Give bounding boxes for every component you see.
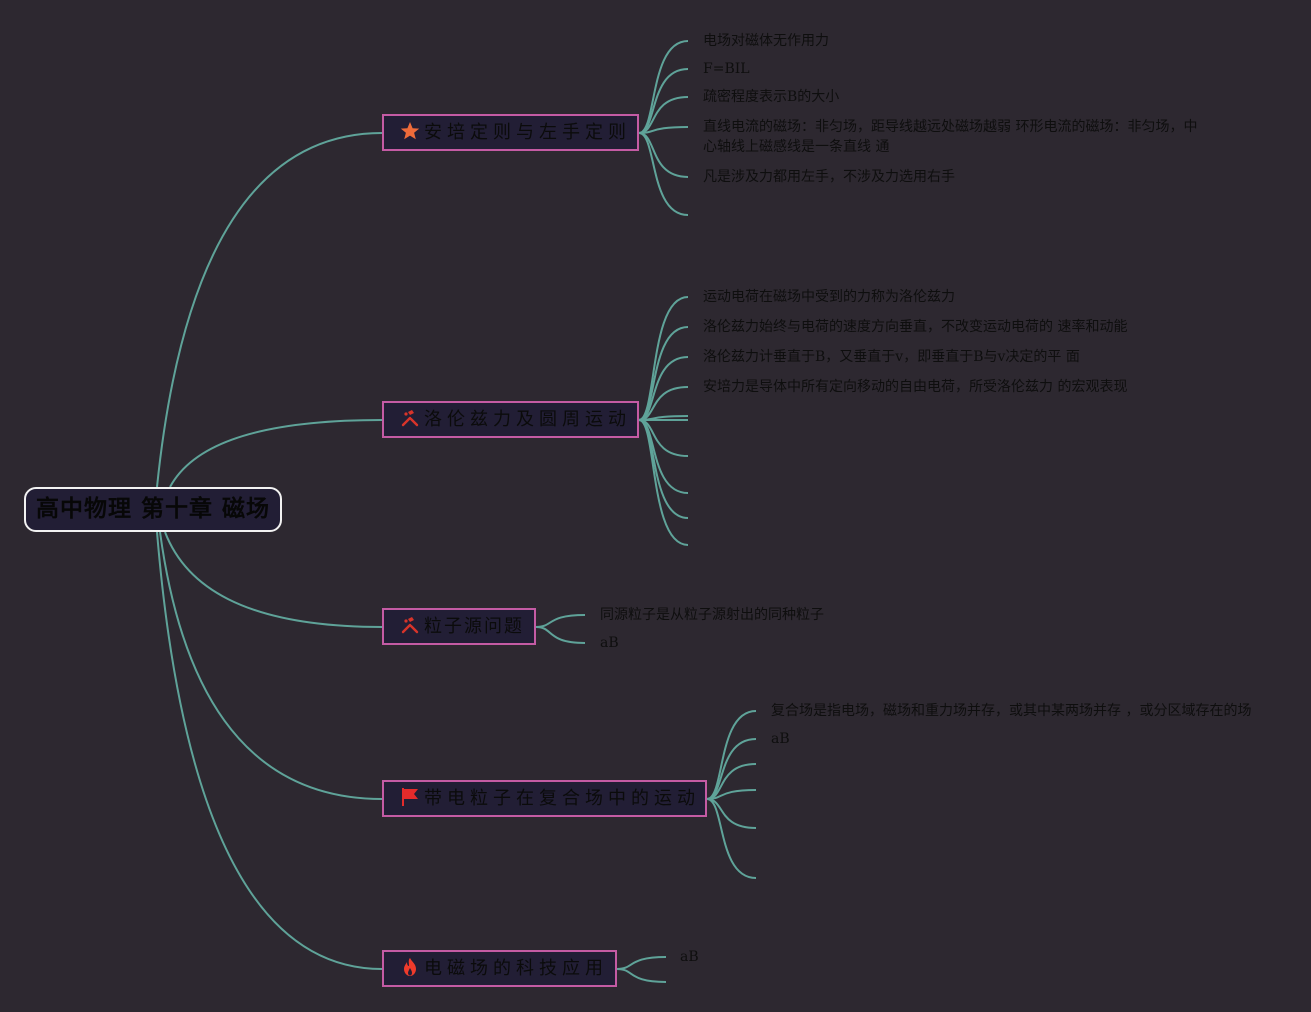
leaf-text: 复合场是指电场，磁场和重力场并存，或其中某两场并存 ，或分区域存在的场: [771, 703, 1252, 719]
leaf-text: 洛伦兹力始终与电荷的速度方向垂直，不改变运动电荷的 速率和动能: [703, 319, 1128, 335]
leaf-connector: [706, 798, 757, 879]
leaf-connector: [535, 626, 586, 644]
root-branch-connector: [156, 531, 383, 970]
leaf-text: 同源粒子是从粒子源射出的同种粒子: [600, 607, 824, 623]
flag-icon: [400, 787, 420, 807]
leaf-connector: [638, 40, 689, 134]
leaf-connector: [535, 614, 586, 628]
topic-ampere-rule[interactable]: 安培定则与左手定则: [382, 114, 639, 151]
tools-icon: [400, 615, 420, 635]
root-branch-connector: [169, 419, 383, 488]
topic-em-applications[interactable]: 电磁场的科技应用: [382, 950, 617, 987]
leaf-connector: [638, 419, 689, 546]
leaf-connector: [638, 419, 689, 519]
leaf-text: 安培力是导体中所有定向移动的自由电荷，所受洛伦兹力 的宏观表现: [703, 379, 1128, 395]
leaf-text: 疏密程度表示B的大小: [703, 89, 840, 105]
leaf-text: 凡是涉及力都用左手，不涉及力选用右手: [703, 169, 955, 185]
root-branch-connector: [156, 132, 383, 488]
leaf-text: 直线电流的磁场：非匀场，距导线越远处磁场越弱 环形电流的磁场：非匀场，中心轴线上…: [703, 119, 1198, 155]
root-branch-connector: [159, 531, 383, 800]
leaf-text: 运动电荷在磁场中受到的力称为洛伦兹力: [703, 289, 955, 305]
topic-label: 安培定则与左手定则: [424, 122, 631, 143]
leaf-connector: [638, 126, 689, 134]
topic-particle-source[interactable]: 粒子源问题: [382, 608, 536, 645]
root-topic[interactable]: 高中物理 第十章 磁场: [24, 487, 282, 532]
root-branch-connector: [164, 531, 383, 628]
leaf-connector: [638, 132, 689, 216]
topic-lorentz-force[interactable]: 洛伦兹力及圆周运动: [382, 401, 639, 438]
leaf-text: aB: [680, 949, 699, 965]
leaf-text: 洛伦兹力计垂直于B，又垂直于v，即垂直于B与v决定的平 面: [703, 349, 1080, 365]
topic-label: 电磁场的科技应用: [424, 958, 608, 979]
leaf-connector: [706, 798, 757, 829]
leaf-connector: [616, 968, 667, 983]
leaf-connector: [706, 710, 757, 800]
topic-label: 粒子源问题: [424, 616, 524, 637]
star-icon: [400, 121, 420, 141]
leaf-text: F=BIL: [703, 61, 750, 77]
leaf-connector: [638, 326, 689, 421]
leaf-text: 电场对磁体无作用力: [703, 33, 829, 49]
leaf-text: aB: [600, 635, 619, 651]
leaf-connector: [616, 956, 667, 970]
topic-label: 带电粒子在复合场中的运动: [424, 788, 700, 809]
topic-label: 洛伦兹力及圆周运动: [424, 409, 631, 430]
fire-icon: [400, 957, 420, 977]
tools-icon: [400, 408, 420, 428]
leaf-text: aB: [771, 731, 790, 747]
topic-compound-field[interactable]: 带电粒子在复合场中的运动: [382, 780, 707, 817]
leaf-connector: [638, 68, 689, 134]
